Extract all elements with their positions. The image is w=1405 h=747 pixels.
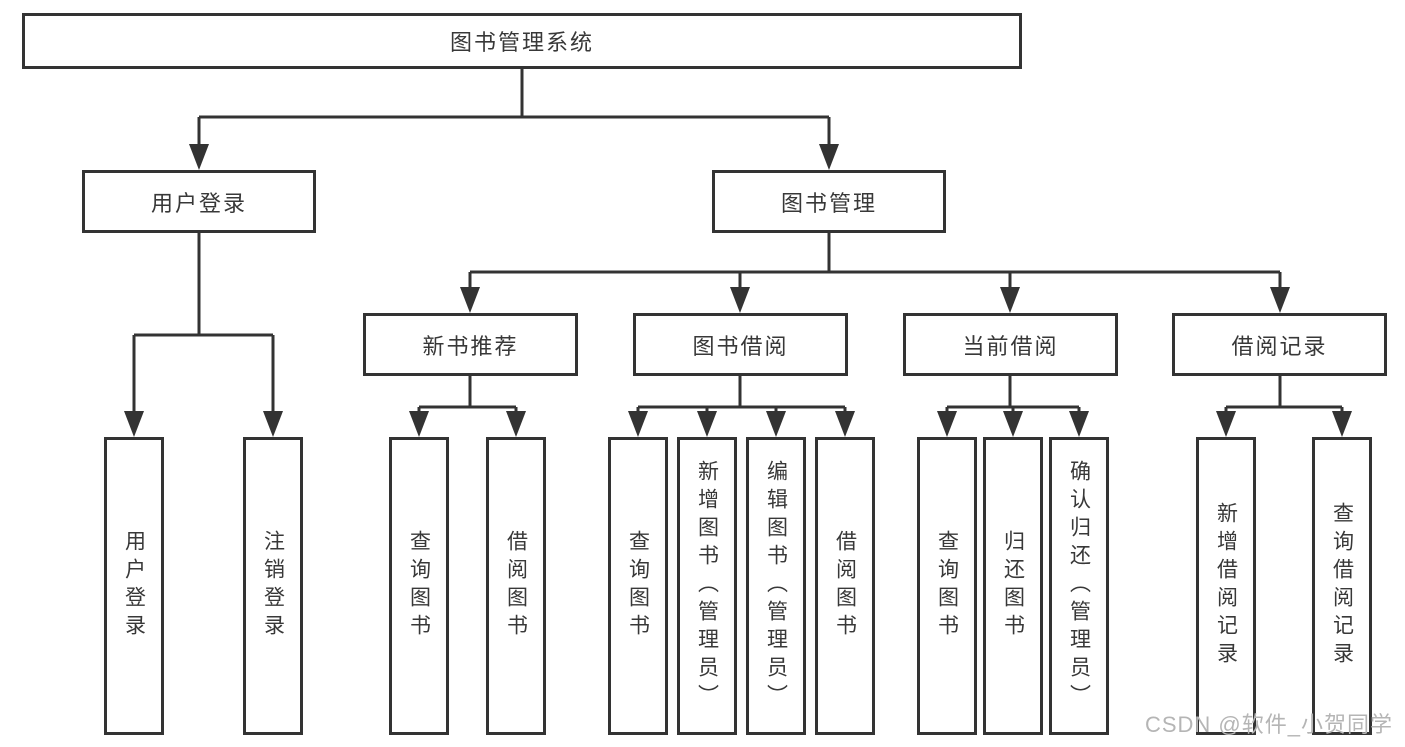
leaf-confirm-return-admin-label: 确认归还（管理员）: [1067, 460, 1091, 712]
leaf-add-book-admin-label: 新增图书（管理员）: [695, 460, 719, 712]
leaf-user-login-label: 用户登录: [122, 530, 146, 642]
leaf-query-book-1-label: 查询图书: [407, 530, 431, 642]
leaf-borrow-book-1-label: 借阅图书: [504, 530, 528, 642]
leaf-query-book-2: 查询图书: [608, 437, 668, 735]
leaf-return-book-label: 归还图书: [1001, 530, 1025, 642]
leaf-logout: 注销登录: [243, 437, 303, 735]
leaf-query-book-3-label: 查询图书: [935, 530, 959, 642]
leaf-logout-label: 注销登录: [261, 530, 285, 642]
node-current-borrow-label: 当前借阅: [962, 333, 1059, 359]
leaf-add-borrow-record: 新增借阅记录: [1196, 437, 1256, 735]
node-user-login-label: 用户登录: [150, 190, 247, 216]
node-root-label: 图书管理系统: [449, 30, 594, 55]
leaf-borrow-book-1: 借阅图书: [486, 437, 546, 735]
leaf-query-borrow-record-label: 查询借阅记录: [1330, 502, 1354, 670]
leaf-query-book-3: 查询图书: [917, 437, 977, 735]
leaf-query-book-1: 查询图书: [389, 437, 449, 735]
node-user-login: 用户登录: [82, 170, 316, 233]
leaf-return-book: 归还图书: [983, 437, 1043, 735]
leaf-add-borrow-record-label: 新增借阅记录: [1214, 502, 1238, 670]
node-borrow-records-label: 借阅记录: [1231, 333, 1328, 359]
leaf-add-book-admin: 新增图书（管理员）: [677, 437, 737, 735]
leaf-confirm-return-admin: 确认归还（管理员）: [1049, 437, 1109, 735]
leaf-query-borrow-record: 查询借阅记录: [1312, 437, 1372, 735]
arrowheads: [124, 144, 1352, 437]
leaf-edit-book-admin-label: 编辑图书（管理员）: [764, 460, 788, 712]
node-current-borrow: 当前借阅: [903, 313, 1118, 376]
leaf-user-login: 用户登录: [104, 437, 164, 735]
node-book-management-label: 图书管理: [780, 190, 877, 216]
leaf-edit-book-admin: 编辑图书（管理员）: [746, 437, 806, 735]
leaf-borrow-book-2: 借阅图书: [815, 437, 875, 735]
node-book-management: 图书管理: [712, 170, 946, 233]
node-new-book-recommend: 新书推荐: [363, 313, 578, 376]
node-book-borrow: 图书借阅: [633, 313, 848, 376]
node-book-borrow-label: 图书借阅: [692, 333, 789, 359]
node-borrow-records: 借阅记录: [1172, 313, 1387, 376]
leaf-borrow-book-2-label: 借阅图书: [833, 530, 857, 642]
csdn-watermark: CSDN @软件_小贺同学: [1144, 712, 1393, 737]
node-root: 图书管理系统: [22, 13, 1022, 69]
node-new-book-recommend-label: 新书推荐: [422, 333, 519, 359]
leaf-query-book-2-label: 查询图书: [626, 530, 650, 642]
